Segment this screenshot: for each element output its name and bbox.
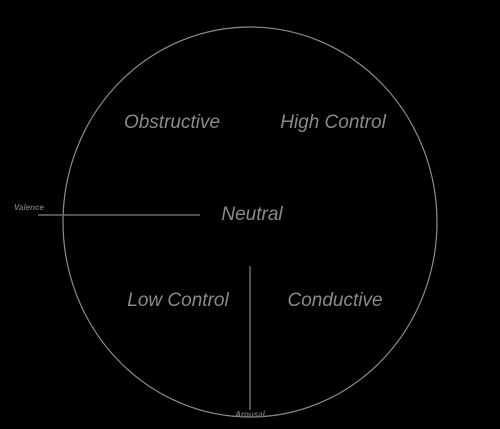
region-label-obstructive: Obstructive bbox=[124, 112, 220, 133]
outer-circle bbox=[62, 26, 438, 418]
axis-label-valence: Valence bbox=[14, 203, 44, 212]
region-label-conductive: Conductive bbox=[287, 290, 382, 311]
region-label-high-control: High Control bbox=[280, 112, 386, 133]
axis-label-arousal: Arousal bbox=[234, 410, 266, 419]
region-label-neutral: Neutral bbox=[221, 204, 283, 225]
region-label-low-control: Low Control bbox=[127, 290, 229, 311]
